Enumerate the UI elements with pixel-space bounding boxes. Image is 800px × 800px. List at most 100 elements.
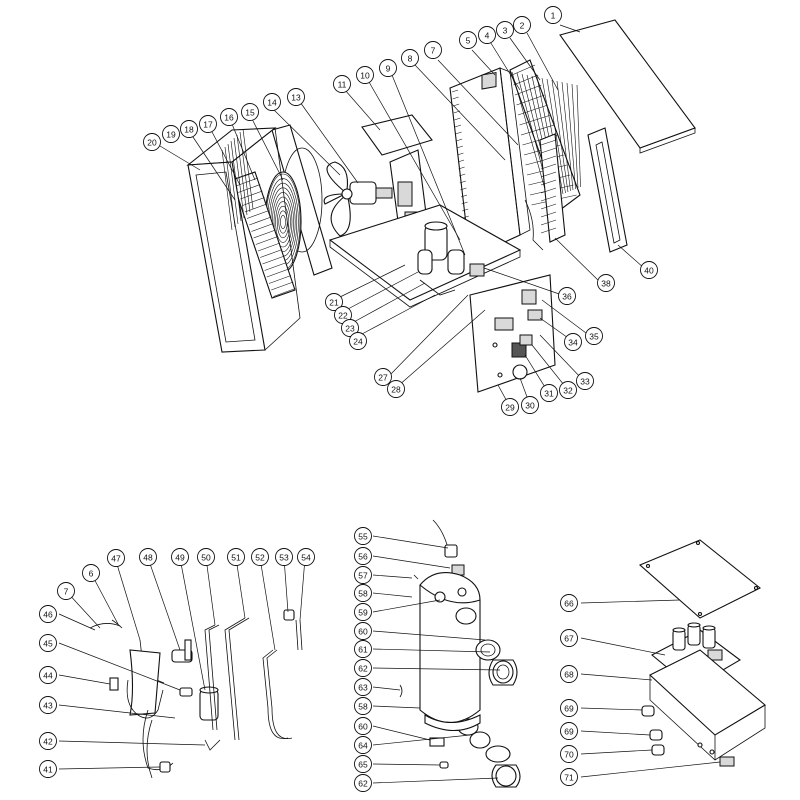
callout-c13: 13 (287, 88, 305, 106)
callout-circle (354, 755, 372, 773)
callout-c65: 65 (354, 755, 372, 773)
callout-circle (354, 566, 372, 584)
callout-number: 4 (485, 31, 490, 41)
callout-circle (354, 697, 372, 715)
callout-circle (171, 548, 189, 566)
callout-number: 32 (563, 386, 573, 396)
callout-circle (251, 548, 269, 566)
callout-c34: 34 (564, 333, 582, 351)
callout-number: 60 (358, 627, 368, 637)
callout-circle (341, 319, 359, 337)
callout-number: 41 (43, 765, 53, 775)
callout-c59: 59 (354, 603, 372, 621)
callout-circle (478, 26, 496, 44)
callout-number: 38 (601, 279, 611, 289)
callout-c54: 54 (297, 548, 315, 566)
callout-circle (220, 108, 238, 126)
callout-circle (39, 696, 57, 714)
refrigerant-pipework (89, 609, 303, 779)
callout-c15: 15 (241, 103, 259, 121)
callout-circle (564, 333, 582, 351)
callout-c41: 41 (39, 760, 57, 778)
callout-number: 71 (564, 773, 574, 783)
callout-number: 18 (184, 125, 194, 135)
callout-c4: 4 (478, 26, 496, 44)
callout-circle (354, 774, 372, 792)
callout-c32: 32 (559, 381, 577, 399)
callout-c19: 19 (162, 125, 180, 143)
callout-circle (349, 332, 367, 350)
callout-number: 65 (358, 760, 368, 770)
callout-c2: 2 (513, 16, 531, 34)
callout-number: 3 (503, 26, 508, 36)
callout-number: 9 (386, 64, 391, 74)
electrical-box-assembly (638, 539, 766, 767)
fan-motor (349, 181, 393, 205)
callout-number: 16 (224, 113, 234, 123)
callout-circle (333, 75, 351, 93)
callout-number: 44 (43, 671, 53, 681)
callout-c16: 16 (220, 108, 238, 126)
callout-c20: 20 (143, 133, 161, 151)
callout-number: 52 (255, 553, 265, 563)
callout-number: 53 (279, 553, 289, 563)
callout-circle (576, 372, 594, 390)
callout-c3: 3 (496, 21, 514, 39)
callout-number: 49 (175, 553, 185, 563)
callout-number: 30 (525, 401, 535, 411)
leader-lines-top (159, 24, 645, 408)
callout-circle (544, 6, 562, 24)
callout-circle (585, 327, 603, 345)
callout-circle (540, 384, 558, 402)
callout-circle (559, 381, 577, 399)
callout-number: 19 (166, 130, 176, 140)
callout-number: 54 (301, 553, 311, 563)
condenser-coil (231, 171, 296, 299)
callout-c48: 48 (139, 548, 157, 566)
callout-circle (424, 41, 442, 59)
callout-c70: 70 (560, 745, 578, 763)
evaporator-coil (524, 133, 566, 251)
callout-c14: 14 (263, 93, 281, 111)
callout-circle (180, 120, 198, 138)
callout-number: 51 (231, 553, 241, 563)
callout-number: 2 (520, 21, 525, 31)
callout-circle (199, 115, 217, 133)
callout-c9: 9 (379, 59, 397, 77)
callout-c18: 18 (180, 120, 198, 138)
callout-number: 60 (358, 722, 368, 732)
leader-lines-ebox (580, 599, 721, 778)
callout-number: 1 (551, 11, 556, 21)
callout-circle (325, 293, 343, 311)
callout-circle (354, 584, 372, 602)
callout-number: 22 (338, 311, 348, 321)
callout-circle (560, 745, 578, 763)
callout-circle (354, 547, 372, 565)
callout-c43: 43 (39, 696, 57, 714)
callout-c64: 64 (354, 736, 372, 754)
callout-c60b: 60 (354, 717, 372, 735)
callout-circle (501, 398, 519, 416)
top-cover-panel (559, 19, 696, 149)
callout-number: 69 (564, 704, 574, 714)
leader-lines-pipes (58, 557, 306, 770)
rear-grille (509, 59, 581, 211)
callout-circle (521, 396, 539, 414)
callout-c38: 38 (597, 274, 615, 292)
callout-c50: 50 (197, 548, 215, 566)
callout-c60: 60 (354, 622, 372, 640)
callout-circle (560, 594, 578, 612)
callout-circle (354, 717, 372, 735)
callout-c5: 5 (459, 31, 477, 49)
callout-circle (374, 368, 392, 386)
callout-c42: 42 (39, 732, 57, 750)
callout-c47: 47 (107, 549, 125, 567)
callout-number: 11 (338, 80, 347, 90)
callout-number: 5 (466, 36, 471, 46)
callout-c62: 62 (354, 659, 372, 677)
callout-c11: 11 (333, 75, 351, 93)
callout-number: 67 (564, 634, 574, 644)
callout-circle (459, 31, 477, 49)
callout-c28: 28 (387, 380, 405, 398)
callout-c58: 58 (354, 584, 372, 602)
